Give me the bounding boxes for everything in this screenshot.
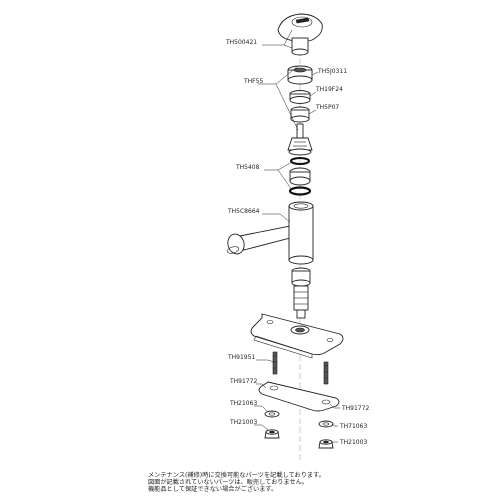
label-th21063-left: TH21063 (229, 400, 257, 407)
label-th5j0311: TH5J0311 (317, 68, 347, 75)
right-washer-nut (318, 420, 334, 449)
part-cap (287, 65, 313, 85)
part-oring-set (288, 157, 312, 196)
label-th21003-left: TH21003 (229, 419, 257, 426)
part-base-plate (250, 313, 344, 359)
part-nut (290, 106, 310, 123)
label-th91772-left: TH91772 (229, 378, 257, 385)
lever-handle (277, 13, 323, 56)
mounting-studs (272, 351, 329, 385)
part-lower-connector (291, 267, 311, 319)
left-washer-nut (264, 410, 280, 439)
label-th5408: TH5408 (235, 164, 260, 171)
maintenance-note-3: 機能品として保証できない場合がございます。 (148, 486, 278, 493)
label-th5c8664: TH5C8664 (227, 208, 260, 215)
label-th91951: TH91951 (227, 354, 255, 361)
leader-lines (254, 29, 340, 443)
part-ring (289, 90, 311, 104)
label-th21003-right: TH21003 (339, 439, 367, 446)
label-th500421: TH500421 (225, 39, 257, 46)
label-thf55: THF55 (243, 78, 263, 85)
part-faucet-body (226, 201, 314, 265)
label-th91772-right: TH91772 (341, 405, 369, 412)
part-bottom-gasket (258, 381, 340, 412)
maintenance-note-1: メンテナンス(補修)時に交換可能なパーツを記載しております。 (148, 472, 325, 479)
label-th21063-right: TH71063 (339, 423, 367, 430)
label-th19f24: TH19F24 (315, 86, 343, 93)
part-cartridge (287, 123, 313, 156)
maintenance-note-2: 図面が記載されていないパーツは、販売しておりません。 (148, 479, 309, 486)
label-th5p07: TH5P07 (315, 104, 339, 111)
